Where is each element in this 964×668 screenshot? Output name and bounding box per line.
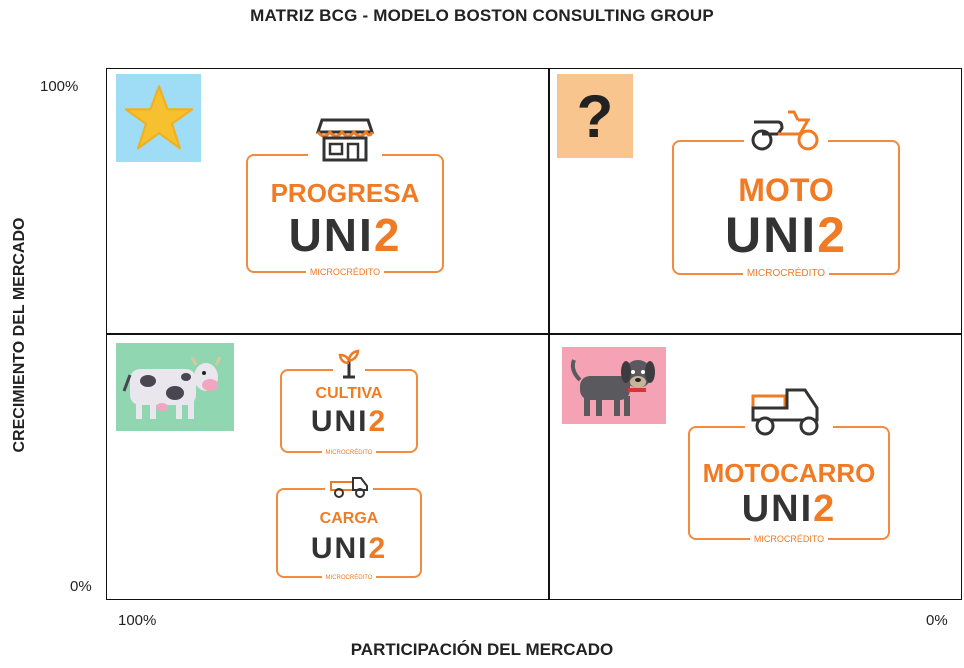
horizontal-divider bbox=[106, 333, 962, 335]
carga-uni2-logo: CARGA UNI2 MICROCRÉDITO bbox=[276, 474, 422, 581]
cow-quadrant-icon-box bbox=[116, 343, 234, 431]
brand-micro: MICROCRÉDITO bbox=[674, 268, 898, 279]
moto-uni2-logo: MOTO UNI2 MICROCRÉDITO bbox=[672, 108, 900, 279]
brand-uni: UNI2 bbox=[288, 209, 402, 261]
star-icon bbox=[124, 85, 193, 150]
brand-uni: UNI2 bbox=[310, 405, 388, 438]
sprout-icon bbox=[333, 349, 365, 379]
x-axis-label: PARTICIPACIÓN DEL MERCADO bbox=[350, 640, 614, 659]
brand-name: CARGA bbox=[319, 510, 379, 527]
motorcycle-icon bbox=[744, 108, 828, 152]
dog-icon bbox=[570, 358, 655, 416]
question-quadrant-icon-box: ? bbox=[557, 74, 633, 158]
question-mark-icon: ? bbox=[576, 82, 614, 150]
motocarro-uni2-logo: MOTOCARRO UNI2 MICROCRÉDITO bbox=[688, 386, 890, 544]
cargo-truck-icon bbox=[325, 474, 373, 498]
brand-name: MOTO bbox=[738, 172, 834, 208]
brand-uni: UNI2 bbox=[741, 488, 837, 530]
y-axis-label: CRECIMIENTO DEL MERCADO bbox=[11, 217, 28, 453]
brand-micro: MICROCRÉDITO bbox=[282, 450, 416, 456]
brand-micro: MICROCRÉDITO bbox=[690, 534, 888, 544]
brand-micro: MICROCRÉDITO bbox=[278, 575, 420, 581]
dog-quadrant-icon-box bbox=[562, 347, 666, 424]
motocarro-truck-icon bbox=[745, 386, 833, 438]
page-title: MATRIZ BCG - MODELO BOSTON CONSULTING GR… bbox=[250, 6, 714, 25]
y-tick-bottom: 0% bbox=[70, 578, 92, 595]
x-tick-left: 100% bbox=[118, 612, 157, 629]
y-tick-top: 100% bbox=[40, 78, 79, 95]
brand-name: CULTIVA bbox=[315, 385, 383, 402]
cow-icon bbox=[122, 356, 222, 419]
brand-name: PROGRESA bbox=[270, 178, 420, 208]
storefront-icon bbox=[308, 116, 382, 162]
progresa-uni2-logo: PROGRESA UNI2 MICROCRÉDITO bbox=[246, 116, 444, 277]
brand-micro: MICROCRÉDITO bbox=[248, 267, 442, 277]
brand-name: MOTOCARRO bbox=[702, 458, 876, 488]
brand-uni: UNI2 bbox=[310, 532, 388, 565]
star-quadrant-icon-box bbox=[116, 74, 201, 162]
brand-uni: UNI2 bbox=[725, 207, 847, 263]
x-tick-right: 0% bbox=[926, 612, 948, 629]
cultiva-uni2-logo: CULTIVA UNI2 MICROCRÉDITO bbox=[280, 349, 418, 456]
